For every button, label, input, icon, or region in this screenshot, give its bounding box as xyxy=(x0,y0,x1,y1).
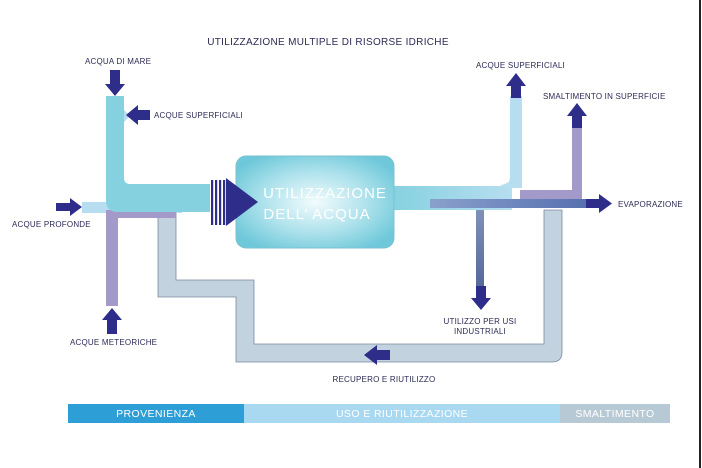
label-disposal-surface: SMALTIMENTO IN SUPERFICIE xyxy=(543,92,666,101)
sea-water-pipe xyxy=(106,96,210,212)
band-source-label: PROVENIENZA xyxy=(116,408,196,420)
recovery-loop-pipe xyxy=(157,201,563,363)
band-source xyxy=(68,404,244,423)
band-use-label: USO E RIUTILIZZAZIONE xyxy=(336,408,468,420)
label-recovery: RECUPERO E RIUTILIZZO xyxy=(333,375,436,384)
disposal-surface-pipe xyxy=(572,126,582,198)
recovery-arrow xyxy=(364,345,390,365)
rain-water-junction xyxy=(106,210,176,218)
page-edge-line xyxy=(699,0,701,468)
label-industrial-use-2: INDUSTRIALI xyxy=(454,327,506,336)
inflow-striped-arrow xyxy=(211,178,258,226)
label-evaporation: EVAPORAZIONE xyxy=(618,200,683,209)
disposal-surface-junction xyxy=(520,190,582,200)
center-title-line1: UTILIZZAZIONE xyxy=(263,185,387,202)
surface-water-out-riser xyxy=(510,96,522,188)
label-deep-water: ACQUE PROFONDE xyxy=(12,220,91,229)
industrial-pipe xyxy=(476,210,484,288)
band-disposal xyxy=(560,404,670,423)
surface-water-out-arrow xyxy=(506,73,526,98)
label-industrial-use-1: UTILIZZO PER USI xyxy=(444,317,517,326)
band-use xyxy=(244,404,560,423)
band-disposal-label: SMALTIMENTO xyxy=(575,408,654,420)
center-title-line2: DELL’ ACQUA xyxy=(263,206,370,223)
evaporation-arrow xyxy=(586,194,612,213)
label-surface-water-out: ACQUE SUPERFICIALI xyxy=(476,61,565,70)
rain-water-arrow xyxy=(102,308,122,334)
label-sea-water: ACQUA DI MARE xyxy=(85,57,151,66)
surface-water-out-bend xyxy=(496,176,510,188)
label-rain-water: ACQUE METEORICHE xyxy=(70,338,157,347)
surface-water-in-arrow xyxy=(126,105,150,125)
water-utilization-box xyxy=(235,155,395,249)
deep-water-arrow xyxy=(56,198,82,216)
industrial-use-arrow xyxy=(471,286,491,310)
sea-water-arrow xyxy=(105,70,125,96)
rain-water-pipe xyxy=(106,212,118,306)
disposal-surface-arrow xyxy=(567,103,587,128)
label-surface-water-in: ACQUE SUPERFICIALI xyxy=(154,111,243,120)
stage-band: PROVENIENZA USO E RIUTILIZZAZIONE SMALTI… xyxy=(68,404,670,423)
evaporation-pipe xyxy=(430,199,588,208)
diagram-title: UTILIZZAZIONE MULTIPLE DI RISORSE IDRICH… xyxy=(207,37,449,48)
